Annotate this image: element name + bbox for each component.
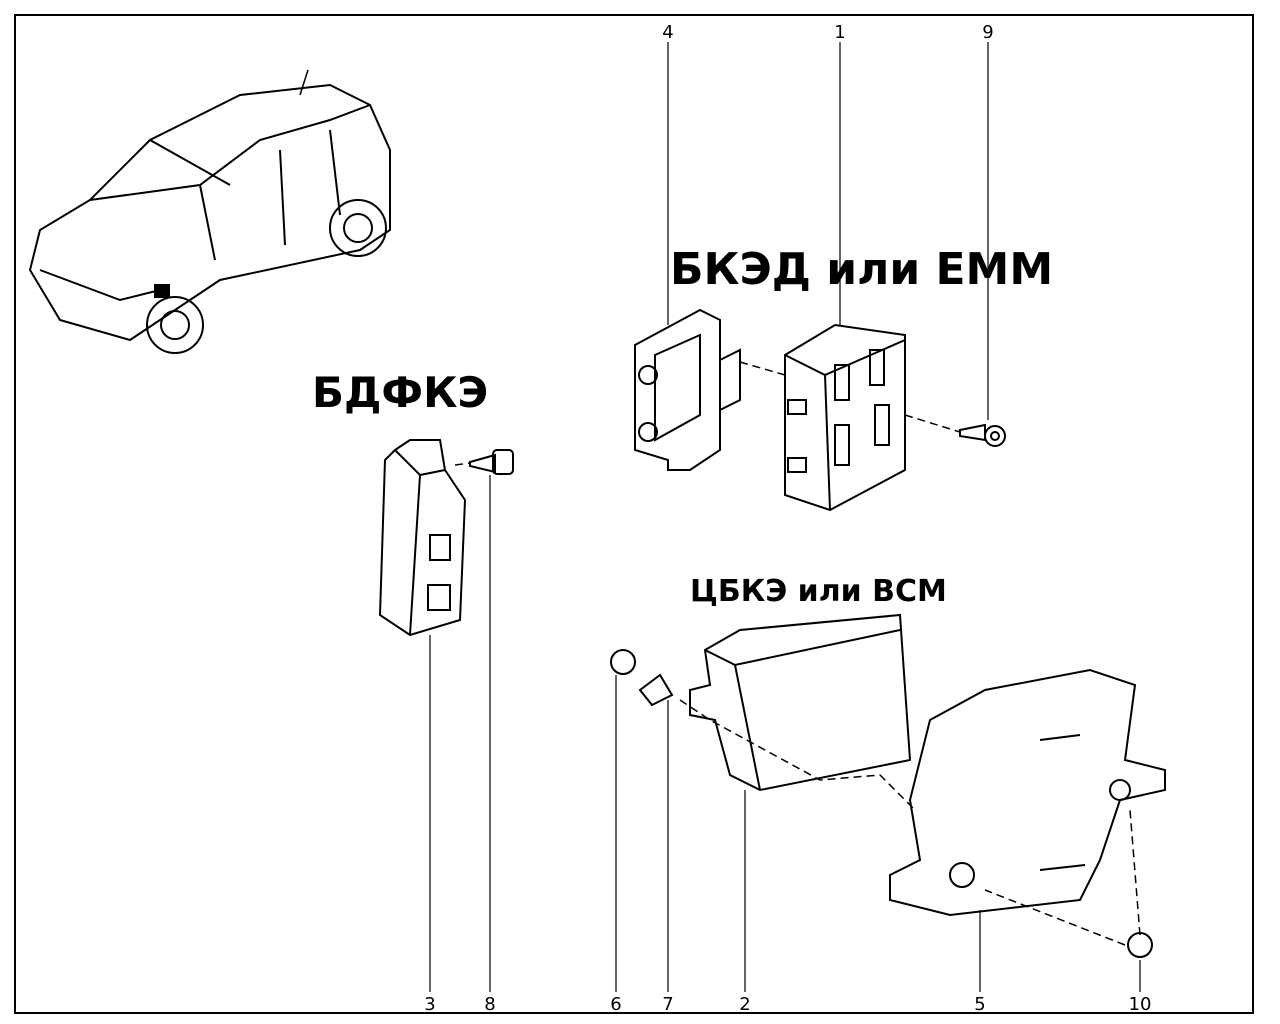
callout-8: 8 — [484, 994, 496, 1015]
callout-1: 1 — [834, 22, 846, 43]
assembly-lines — [454, 361, 1141, 946]
nut-part-6 — [610, 649, 636, 675]
callout-4: 4 — [662, 22, 674, 43]
callout-5: 5 — [974, 994, 986, 1015]
clip-part-7 — [638, 673, 674, 707]
callout-3: 3 — [424, 994, 436, 1015]
bracket-part-4 — [634, 308, 741, 471]
module-part-1 — [784, 323, 906, 512]
title-bdfke: БДФКЭ — [312, 368, 489, 417]
module-part-3 — [378, 439, 467, 637]
screw-part-9 — [959, 423, 1006, 447]
callout-6: 6 — [610, 994, 622, 1015]
diagram-frame — [14, 14, 1254, 1014]
callout-9: 9 — [982, 22, 994, 43]
car-illustration — [28, 69, 391, 354]
title-bked-emm: БКЭД или ЕММ — [670, 244, 1054, 295]
callout-7: 7 — [662, 994, 674, 1015]
screw-part-10 — [1127, 932, 1153, 958]
module-part-2 — [689, 613, 912, 792]
bracket-part-5 — [889, 668, 1166, 917]
leader-lines — [429, 42, 1141, 992]
screw-part-8 — [469, 449, 514, 475]
callout-10: 10 — [1128, 994, 1152, 1015]
title-cbke-bcm: ЦБКЭ или BCM — [690, 574, 947, 609]
callout-2: 2 — [739, 994, 751, 1015]
